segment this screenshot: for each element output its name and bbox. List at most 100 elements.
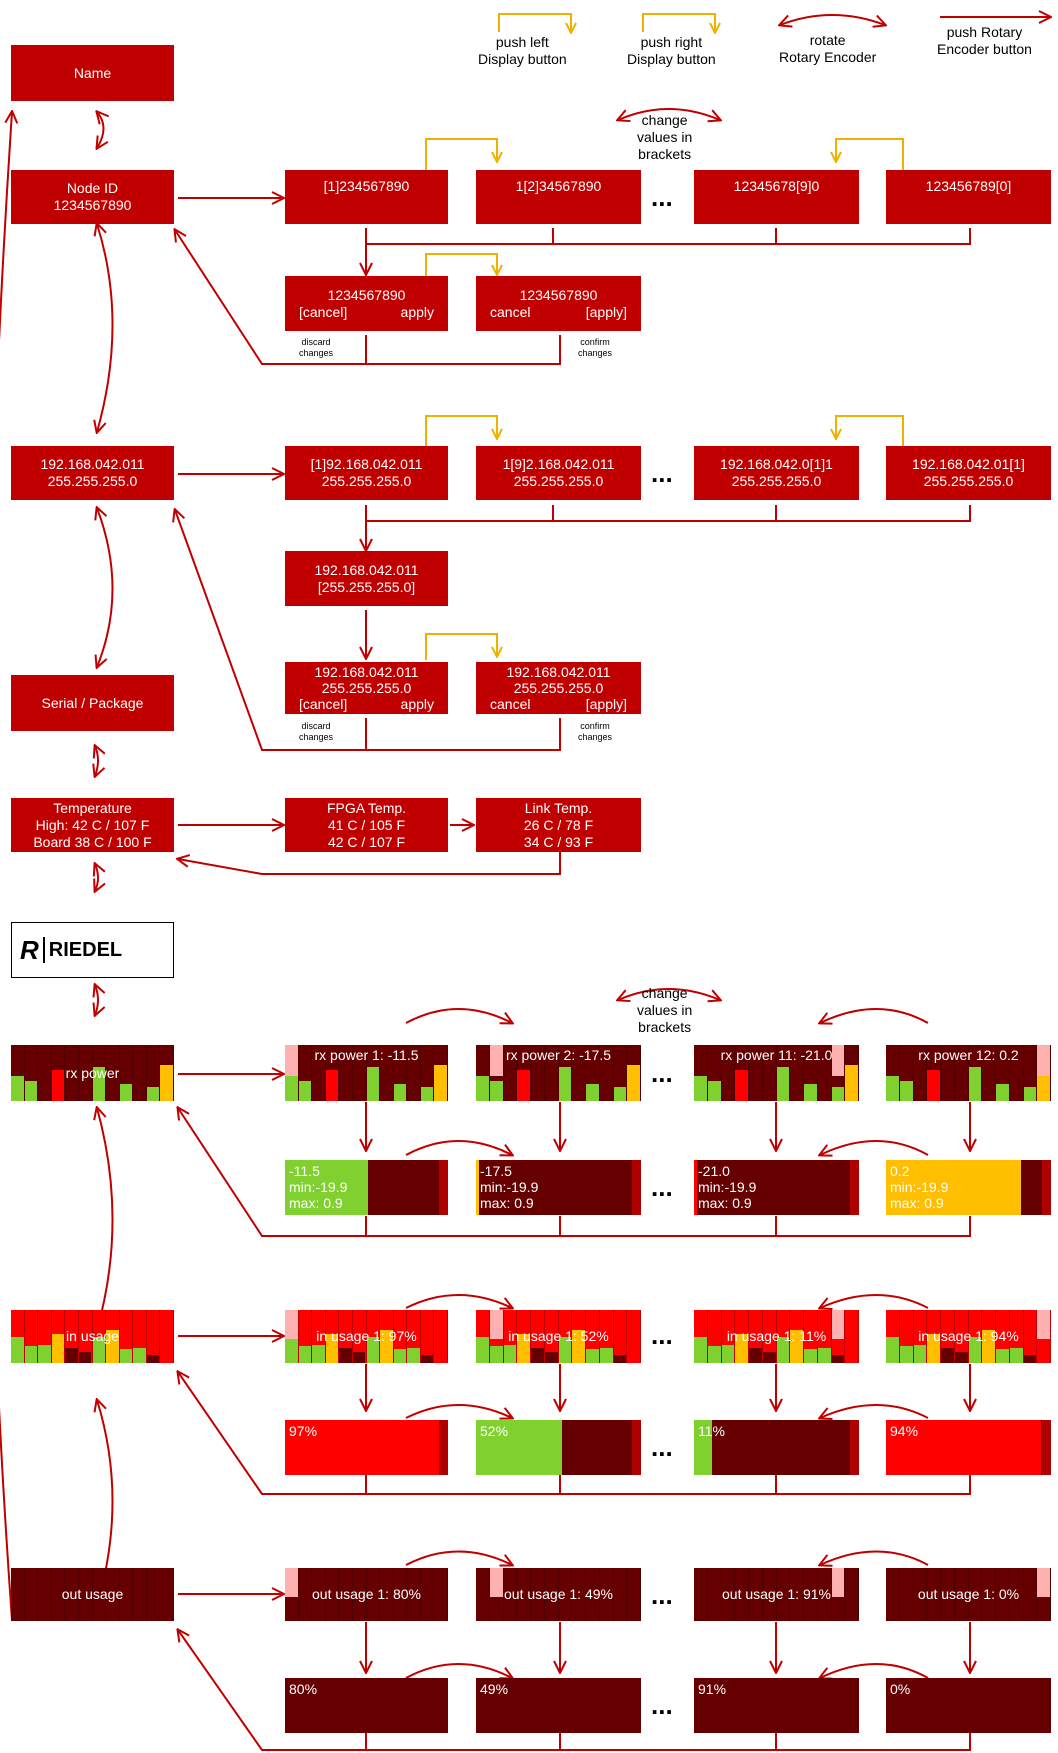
cancel-option[interactable]: cancel [490, 303, 531, 320]
rx-power-meter-12[interactable]: 0.2 min:-19.9 max: 0.9 [886, 1160, 1051, 1215]
level-bar [927, 1333, 940, 1363]
rx-power-label: rx power [65, 1065, 120, 1081]
out-usage-meter-12[interactable]: 0% [886, 1678, 1051, 1733]
ellipsis-node: ... [651, 182, 673, 212]
ip-step-12[interactable]: 192.168.042.01[1] 255.255.255.0 [886, 446, 1051, 500]
rx-power-channel-2[interactable]: rx power 2: -17.5 [476, 1045, 641, 1101]
in-usage-meter-12[interactable]: 94% [886, 1420, 1051, 1475]
rx-power-meter-2[interactable]: -17.5 min:-19.9 max: 0.9 [476, 1160, 641, 1215]
ip-confirm-apply[interactable]: 192.168.042.011 255.255.255.0 cancel [ap… [476, 662, 641, 714]
level-bar [804, 1084, 817, 1101]
menu-node-id[interactable]: Node ID 1234567890 [11, 170, 174, 224]
out-usage-meter-2[interactable]: 49% [476, 1678, 641, 1733]
in-usage-channel-11[interactable]: in usage 1: 11% [694, 1310, 859, 1363]
ip-apply-option[interactable]: apply [400, 696, 434, 712]
bar-separator [803, 1045, 804, 1101]
in-usage-channel-2[interactable]: in usage 1: 52% [476, 1310, 641, 1363]
out-usage-meter-1[interactable]: 80% [285, 1678, 448, 1733]
in-usage-channel-11-label: in usage 1: 11% [726, 1328, 827, 1344]
ip-step-1[interactable]: [1]92.168.042.011 255.255.255.0 [285, 446, 448, 500]
in-usage-menu[interactable]: in usage [11, 1310, 174, 1363]
apply-option-selected[interactable]: [apply] [585, 303, 627, 320]
meter-end-cap [439, 1420, 448, 1475]
out-usage-menu[interactable]: out usage [11, 1568, 174, 1621]
ip-discard-changes-note: discard changes [299, 721, 334, 742]
bar-separator [23, 1045, 25, 1101]
apply-option[interactable]: apply [400, 303, 434, 320]
out-usage-channel-1[interactable]: out usage 1: 80% [285, 1568, 448, 1621]
ip-cancel-option[interactable]: cancel [490, 696, 531, 712]
bar-separator [598, 1568, 600, 1621]
in-usage-meter-2-fill [476, 1420, 562, 1475]
cancel-option-selected[interactable]: [cancel] [299, 303, 348, 320]
selected-channel-marker [831, 1568, 845, 1598]
level-bar [312, 1344, 325, 1363]
level-bar [51, 1070, 65, 1101]
bar-separator [379, 1045, 381, 1101]
in-usage-meter-11[interactable]: 11% [694, 1420, 859, 1475]
node-id-step-1[interactable]: [1]234567890 [285, 170, 448, 224]
bar-separator [433, 1310, 435, 1363]
rx-power-meter-11[interactable]: -21.0 min:-19.9 max: 0.9 [694, 1160, 859, 1215]
level-bar [393, 1349, 407, 1363]
out-usage-channel-11[interactable]: out usage 1: 91% [694, 1568, 859, 1621]
level-bar [352, 1087, 366, 1101]
ip-confirm-value-b: 192.168.042.011 255.255.255.0 [506, 664, 611, 696]
rx-power-meter-2-text: -17.5 min:-19.9 max: 0.9 [480, 1163, 539, 1211]
node-id-confirm-apply[interactable]: 1234567890 cancel [apply] [476, 276, 641, 331]
in-usage-meter-1[interactable]: 97% [285, 1420, 448, 1475]
rx-power-channel-12[interactable]: rx power 12: 0.2 [886, 1045, 1051, 1101]
node-id-confirm-cancel[interactable]: 1234567890 [cancel] apply [285, 276, 448, 331]
bar-separator [953, 1045, 955, 1101]
node-id-step-2[interactable]: 1[2]34567890 [476, 170, 641, 224]
rx-power-channel-1[interactable]: rx power 1: -11.5 -11.5 min:-19.9 max: 0… [285, 1045, 448, 1101]
level-bar [996, 1349, 1009, 1363]
bar-separator [159, 1045, 161, 1101]
bar-separator [557, 1045, 559, 1101]
out-usage-label: out usage [61, 1586, 124, 1602]
level-bar [531, 1348, 544, 1363]
ip-mask-edit[interactable]: 192.168.042.011 [255.255.255.0] [285, 551, 448, 606]
ip-cancel-option-selected[interactable]: [cancel] [299, 696, 348, 712]
rx-power-channel-11[interactable]: rx power 11: -21.0 [694, 1045, 859, 1101]
ip-confirm-options-b: cancel [apply] [476, 696, 641, 712]
out-usage-channel-2[interactable]: out usage 1: 49% [476, 1568, 641, 1621]
level-bar [407, 1073, 420, 1101]
ip-confirm-cancel[interactable]: 192.168.042.011 255.255.255.0 [cancel] a… [285, 662, 448, 714]
bar-separator [1022, 1310, 1024, 1363]
menu-serial-package[interactable]: Serial / Package [11, 675, 174, 731]
out-usage-channel-12[interactable]: out usage 1: 0% [886, 1568, 1051, 1621]
menu-name[interactable]: Name [11, 45, 174, 101]
bar-separator [23, 1568, 25, 1621]
link-temp-box[interactable]: Link Temp. 26 C / 78 F 34 C / 93 F [476, 798, 641, 852]
bar-separator [953, 1310, 955, 1363]
menu-ip-address[interactable]: 192.168.042.011 255.255.255.0 [11, 446, 174, 500]
out-usage-meter-11[interactable]: 91% [694, 1678, 859, 1733]
node-id-step-10[interactable]: 123456789[0] [886, 170, 1051, 224]
ip-step-2[interactable]: 1[9]2.168.042.011 255.255.255.0 [476, 446, 641, 500]
menu-temperature[interactable]: Temperature High: 42 C / 107 F Board 38 … [11, 798, 174, 852]
selected-channel-marker [1037, 1568, 1050, 1598]
level-bar [558, 1336, 572, 1363]
in-usage-meter-2[interactable]: 52% [476, 1420, 641, 1475]
level-bar [339, 1084, 352, 1101]
bar-separator [761, 1310, 763, 1363]
ip-apply-option-selected[interactable]: [apply] [585, 696, 627, 712]
rx-power-meter-1[interactable]: -11.5 min:-19.9 max: 0.9 [285, 1160, 448, 1215]
rx-power-channel-1-label: rx power 1: -11.5 [314, 1047, 419, 1063]
ip-confirm-changes-note: confirm changes [578, 721, 613, 742]
node-id-step-9[interactable]: 12345678[9]0 [694, 170, 859, 224]
bar-separator [748, 1310, 749, 1363]
fpga-temp-box[interactable]: FPGA Temp. 41 C / 105 F 42 C / 107 F [285, 798, 448, 852]
change-values-note: change values in brackets [637, 112, 693, 162]
in-usage-channel-1[interactable]: in usage 1: 97% [285, 1310, 448, 1363]
level-bar [941, 1348, 954, 1363]
selected-channel-marker [1037, 1045, 1050, 1076]
rx-power-menu[interactable]: rx power [11, 1045, 174, 1101]
bar-separator [392, 1310, 394, 1363]
bar-separator [734, 1568, 736, 1621]
in-usage-channel-12[interactable]: in usage 1: 94% [886, 1310, 1051, 1363]
level-bar [476, 1336, 489, 1363]
riedel-logo-text: RIEDEL [48, 938, 123, 961]
ip-step-11[interactable]: 192.168.042.0[1]1 255.255.255.0 [694, 446, 859, 500]
